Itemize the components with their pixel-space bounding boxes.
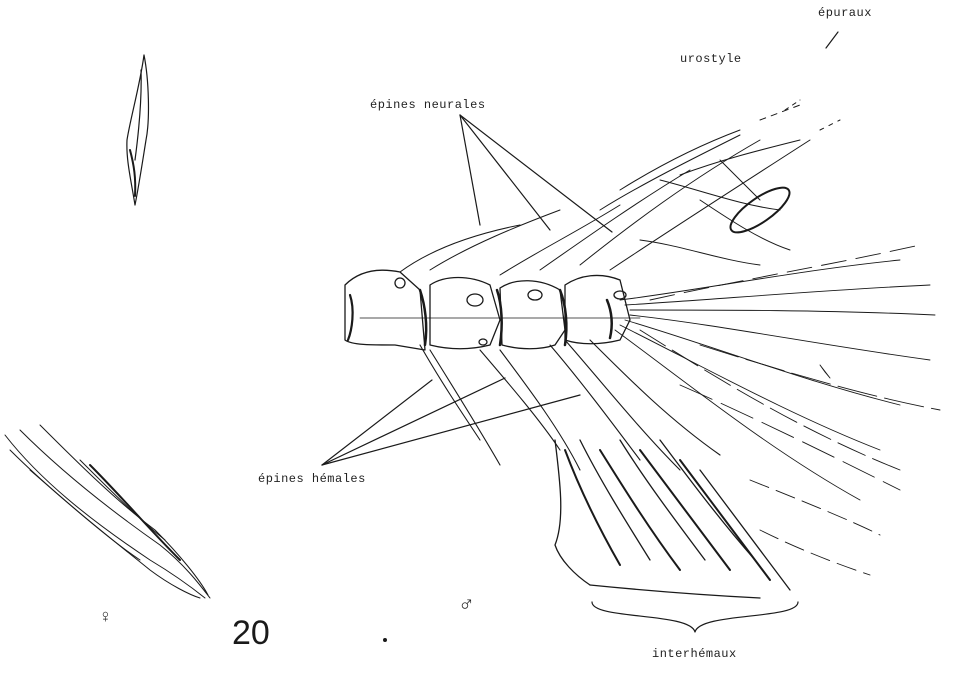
female-symbol: ♀	[100, 608, 111, 628]
label-urostyle: urostyle	[680, 52, 742, 66]
neural-spines-urostyle	[400, 100, 840, 275]
interhaemal-rays	[555, 440, 790, 598]
interhemaux-brace	[592, 602, 798, 632]
fin-ray-fragment-left	[5, 425, 210, 598]
label-epines-hemales: épines hémales	[258, 472, 366, 486]
haemal-spines	[420, 340, 720, 470]
label-epuraux: épuraux	[818, 6, 872, 20]
figure-number: 20	[232, 614, 270, 653]
spine-fragment-top	[127, 55, 149, 205]
male-symbol: ♂	[460, 592, 474, 617]
label-epines-neurales: épines neurales	[370, 98, 486, 112]
label-interhemaux: interhémaux	[652, 647, 737, 661]
vertebral-column	[345, 270, 640, 350]
scale-dot	[384, 639, 387, 642]
leader-lines	[322, 32, 838, 465]
